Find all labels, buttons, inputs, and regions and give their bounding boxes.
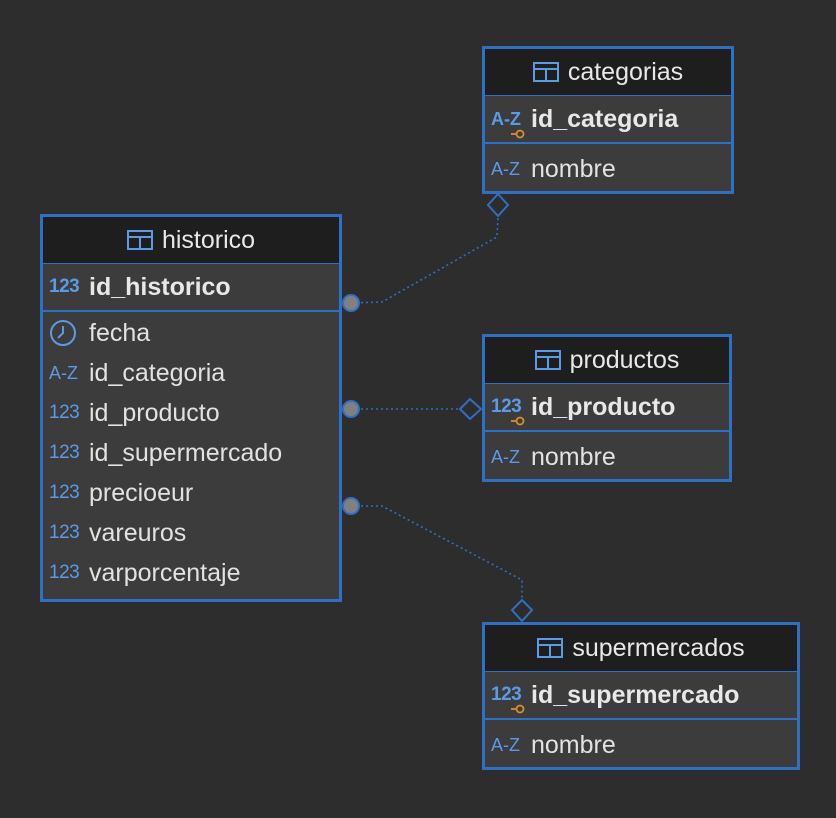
- entity-header: productos: [485, 337, 729, 384]
- table-icon: [534, 350, 561, 370]
- entity-header: categorias: [485, 49, 731, 96]
- entity-header: supermercados: [485, 625, 797, 672]
- column-nombre[interactable]: A-Z nombre: [485, 721, 797, 769]
- column-name: id_categoria: [531, 104, 679, 133]
- column-name: nombre: [531, 154, 616, 183]
- column-name: id_producto: [531, 392, 676, 421]
- column-name: fecha: [89, 318, 151, 347]
- entity-categorias[interactable]: categorias A-Z id_categoria A-Z nombre: [482, 46, 734, 194]
- entity-productos[interactable]: productos 123 id_producto A-Z nombre: [482, 334, 732, 482]
- entity-title: productos: [569, 345, 680, 374]
- column-name: id_supermercado: [531, 680, 740, 709]
- column-name: precioeur: [89, 478, 194, 507]
- link-historico-categorias: [342, 192, 510, 312]
- column-varporcentaje[interactable]: 123 varporcentaje: [43, 553, 339, 593]
- column-name: vareuros: [89, 518, 187, 547]
- table-icon: [532, 62, 559, 82]
- table-icon: [537, 638, 564, 658]
- clock-icon: [49, 319, 89, 347]
- link-historico-supermercados: [342, 497, 534, 623]
- text-type-icon: A-Z: [49, 362, 78, 383]
- key-icon: [511, 129, 525, 138]
- column-name: varporcentaje: [89, 558, 241, 587]
- key-icon: [511, 704, 525, 714]
- pk-row-id-supermercado[interactable]: 123 id_supermercado: [485, 672, 797, 720]
- column-fecha[interactable]: fecha: [43, 313, 339, 353]
- column-id-categoria[interactable]: A-Z id_categoria: [43, 353, 339, 393]
- column-id-supermercado[interactable]: 123 id_supermercado: [43, 433, 339, 473]
- numeric-type-icon: 123: [491, 396, 531, 426]
- entity-title: categorias: [567, 57, 684, 86]
- entity-header: historico: [43, 217, 339, 264]
- column-name: id_supermercado: [89, 438, 283, 467]
- entity-title: historico: [161, 225, 256, 254]
- pk-row-id-categoria[interactable]: A-Z id_categoria: [485, 96, 731, 144]
- entity-supermercados[interactable]: supermercados 123 id_supermercado A-Z no…: [482, 622, 800, 770]
- numeric-type-icon: 123: [491, 684, 531, 714]
- numeric-type-icon: 123: [49, 522, 80, 543]
- text-type-icon: A-Z: [491, 158, 520, 179]
- column-nombre[interactable]: A-Z nombre: [485, 145, 731, 193]
- column-vareuros[interactable]: 123 vareuros: [43, 513, 339, 553]
- numeric-type-icon: 123: [49, 276, 80, 297]
- column-name: id_historico: [89, 272, 231, 301]
- pk-row-id-historico[interactable]: 123 id_historico: [43, 264, 339, 312]
- key-icon: [511, 416, 525, 426]
- pk-row-id-producto[interactable]: 123 id_producto: [485, 384, 729, 432]
- text-type-icon: A-Z: [491, 734, 520, 755]
- numeric-type-icon: 123: [49, 562, 80, 583]
- numeric-type-icon: 123: [49, 402, 80, 423]
- column-name: id_categoria: [89, 358, 226, 387]
- column-id-producto[interactable]: 123 id_producto: [43, 393, 339, 433]
- link-historico-productos: [342, 397, 483, 421]
- text-type-icon: A-Z: [491, 109, 531, 138]
- column-name: nombre: [531, 730, 616, 759]
- text-type-icon: A-Z: [491, 446, 520, 467]
- column-name: nombre: [531, 442, 616, 471]
- numeric-type-icon: 123: [49, 442, 80, 463]
- column-nombre[interactable]: A-Z nombre: [485, 433, 729, 481]
- column-precioeur[interactable]: 123 precioeur: [43, 473, 339, 513]
- entity-title: supermercados: [572, 633, 745, 662]
- numeric-type-icon: 123: [49, 482, 80, 503]
- table-icon: [126, 230, 153, 250]
- entity-historico[interactable]: historico 123 id_historico fecha A-Z id_…: [40, 214, 342, 602]
- column-name: id_producto: [89, 398, 220, 427]
